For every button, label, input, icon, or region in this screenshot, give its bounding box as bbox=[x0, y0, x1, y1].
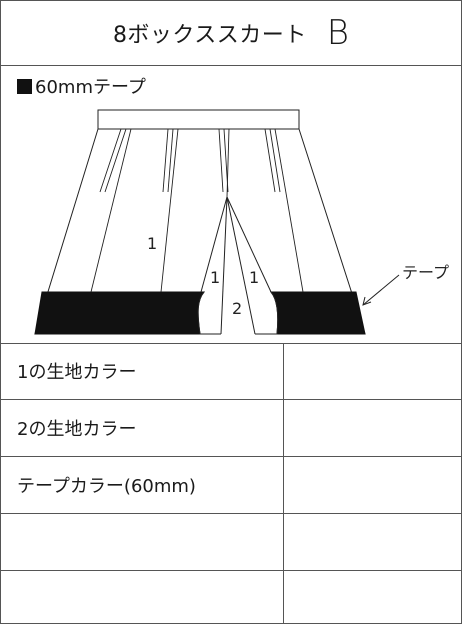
black-square-icon bbox=[17, 78, 32, 94]
section-label-text: 60mmテープ bbox=[35, 77, 146, 98]
spec-row-blank-1 bbox=[1, 514, 461, 571]
panel-label-1: 1 bbox=[147, 234, 157, 253]
section-label: 60mmテープ bbox=[17, 73, 146, 99]
diagram-area: 60mmテープ bbox=[1, 65, 461, 344]
page-title: 8ボックススカート bbox=[112, 23, 307, 48]
pleat-label-left: 1 bbox=[210, 268, 220, 287]
tape-callout-label: テープ bbox=[402, 263, 449, 282]
row-value-cell[interactable] bbox=[283, 343, 462, 399]
spec-row-tape-color: テープカラー(60mm) bbox=[1, 457, 461, 514]
spec-row-fabric-1: 1の生地カラー bbox=[1, 343, 461, 400]
panel-label-2: 2 bbox=[232, 299, 242, 318]
title-header: 8ボックススカート B bbox=[1, 1, 461, 66]
spec-row-fabric-2: 2の生地カラー bbox=[1, 400, 461, 457]
callout-arrow bbox=[362, 274, 400, 306]
row-value-cell[interactable] bbox=[283, 571, 462, 623]
row-value-cell[interactable] bbox=[283, 514, 462, 570]
pleat-lines bbox=[90, 128, 304, 293]
row-value-cell[interactable] bbox=[283, 400, 462, 456]
row-label: テープカラー(60mm) bbox=[17, 476, 196, 497]
waistband bbox=[97, 109, 300, 130]
hem-tape-left bbox=[34, 291, 206, 335]
pleat-label-right: 1 bbox=[249, 268, 259, 287]
spec-row-blank-2 bbox=[1, 571, 461, 623]
variant-letter: B bbox=[326, 13, 350, 53]
center-pleat bbox=[197, 196, 279, 335]
row-value-cell[interactable] bbox=[283, 457, 462, 513]
row-label: 2の生地カラー bbox=[17, 419, 137, 440]
skirt-diagram: 1 1 1 2 テープ bbox=[34, 109, 449, 335]
row-label: 1の生地カラー bbox=[17, 362, 137, 383]
hem-tape-right bbox=[269, 291, 366, 335]
